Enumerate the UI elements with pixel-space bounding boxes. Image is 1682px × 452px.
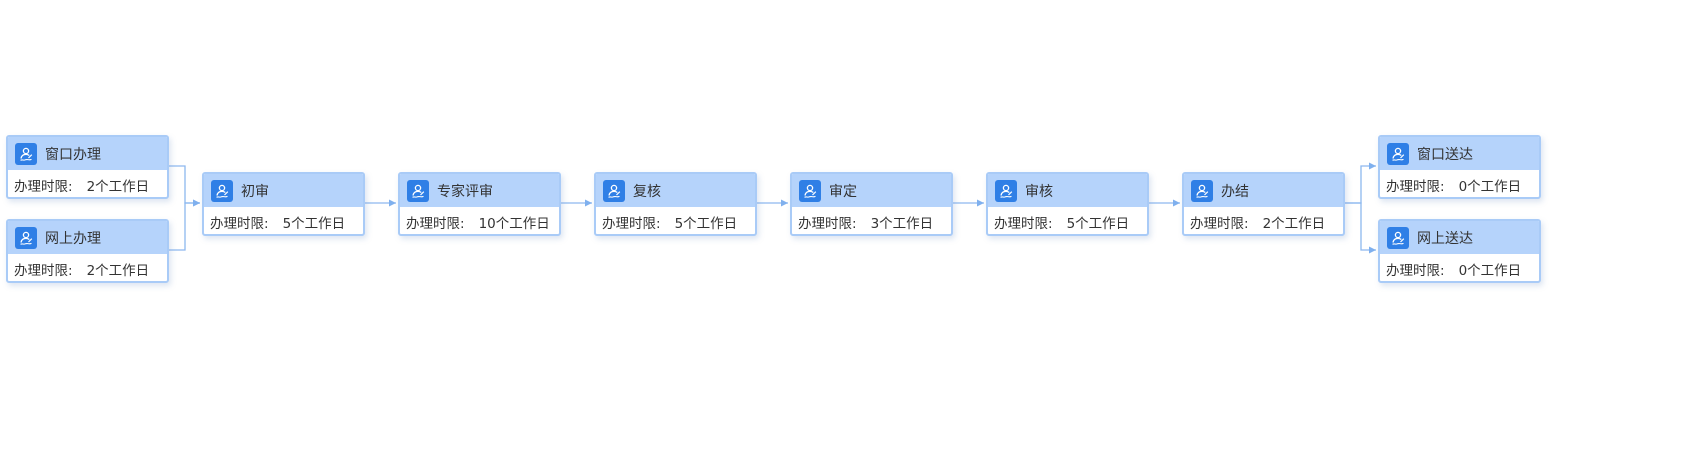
deadline-label: 办理时限:: [994, 215, 1053, 232]
flow-node-window-handle[interactable]: 窗口办理办理时限: 2个工作日: [6, 135, 169, 199]
flow-node-body: 办理时限: 3个工作日: [792, 207, 951, 234]
flow-node-title: 窗口送达: [1417, 146, 1473, 163]
flow-node-online-delivery[interactable]: 网上送达办理时限: 0个工作日: [1378, 219, 1541, 283]
deadline-value: 5个工作日: [282, 215, 346, 232]
deadline-label: 办理时限:: [406, 215, 465, 232]
flow-node-body: 办理时限: 0个工作日: [1380, 254, 1539, 281]
flow-node-title: 窗口办理: [45, 146, 101, 163]
flow-node-header: 网上送达: [1380, 221, 1539, 254]
flow-node-expert-review[interactable]: 专家评审办理时限: 10个工作日: [398, 172, 561, 236]
flow-node-body: 办理时限: 2个工作日: [8, 254, 167, 281]
user-sign-icon: [1191, 179, 1213, 202]
deadline-label: 办理时限:: [14, 178, 73, 195]
flow-node-header: 审定: [792, 174, 951, 207]
connector-window-handle-to-initial-review: [169, 165, 200, 207]
user-sign-icon: [407, 179, 429, 202]
deadline-label: 办理时限:: [14, 262, 73, 279]
flow-node-online-handle[interactable]: 网上办理办理时限: 2个工作日: [6, 219, 169, 283]
deadline-label: 办理时限:: [602, 215, 661, 232]
deadline-value: 0个工作日: [1458, 178, 1522, 195]
user-sign-icon: [603, 179, 625, 202]
flow-node-header: 窗口送达: [1380, 137, 1539, 170]
flow-node-header: 专家评审: [400, 174, 559, 207]
user-sign-icon: [799, 179, 821, 202]
flow-node-title: 复核: [633, 183, 661, 200]
flow-node-title: 审核: [1025, 183, 1053, 200]
user-sign-icon: [995, 179, 1017, 202]
deadline-value: 10个工作日: [478, 215, 550, 232]
flow-node-header: 窗口办理: [8, 137, 167, 170]
flow-node-body: 办理时限: 5个工作日: [596, 207, 755, 234]
flow-node-body: 办理时限: 0个工作日: [1380, 170, 1539, 197]
user-sign-icon: [15, 226, 37, 249]
flow-node-title: 办结: [1221, 183, 1249, 200]
flow-node-header: 复核: [596, 174, 755, 207]
flow-node-body: 办理时限: 5个工作日: [204, 207, 363, 234]
connector-complete-to-window-delivery: [1345, 162, 1376, 204]
flow-node-title: 网上送达: [1417, 230, 1473, 247]
flow-node-audit[interactable]: 审核办理时限: 5个工作日: [986, 172, 1149, 236]
deadline-value: 5个工作日: [674, 215, 738, 232]
deadline-value: 2个工作日: [1262, 215, 1326, 232]
deadline-label: 办理时限:: [1190, 215, 1249, 232]
deadline-value: 2个工作日: [86, 178, 150, 195]
deadline-label: 办理时限:: [210, 215, 269, 232]
flow-node-complete[interactable]: 办结办理时限: 2个工作日: [1182, 172, 1345, 236]
connector-online-handle-to-initial-review: [169, 199, 200, 251]
deadline-label: 办理时限:: [1386, 178, 1445, 195]
flow-node-window-delivery[interactable]: 窗口送达办理时限: 0个工作日: [1378, 135, 1541, 199]
flow-node-header: 初审: [204, 174, 363, 207]
user-sign-icon: [1387, 226, 1409, 249]
flow-node-body: 办理时限: 10个工作日: [400, 207, 559, 234]
flow-node-header: 审核: [988, 174, 1147, 207]
flow-node-decision[interactable]: 审定办理时限: 3个工作日: [790, 172, 953, 236]
deadline-value: 2个工作日: [86, 262, 150, 279]
flow-node-title: 审定: [829, 183, 857, 200]
flow-node-title: 专家评审: [437, 183, 493, 200]
flow-node-title: 初审: [241, 183, 269, 200]
flow-node-initial-review[interactable]: 初审办理时限: 5个工作日: [202, 172, 365, 236]
user-sign-icon: [1387, 142, 1409, 165]
deadline-value: 5个工作日: [1066, 215, 1130, 232]
user-sign-icon: [211, 179, 233, 202]
user-sign-icon: [15, 142, 37, 165]
deadline-value: 3个工作日: [870, 215, 934, 232]
flow-node-title: 网上办理: [45, 230, 101, 247]
deadline-label: 办理时限:: [1386, 262, 1445, 279]
flow-node-body: 办理时限: 5个工作日: [988, 207, 1147, 234]
flow-node-header: 网上办理: [8, 221, 167, 254]
flow-node-body: 办理时限: 2个工作日: [8, 170, 167, 197]
flow-node-header: 办结: [1184, 174, 1343, 207]
flow-node-re-check[interactable]: 复核办理时限: 5个工作日: [594, 172, 757, 236]
deadline-label: 办理时限:: [798, 215, 857, 232]
connector-complete-to-online-delivery: [1345, 202, 1376, 254]
flow-node-body: 办理时限: 2个工作日: [1184, 207, 1343, 234]
deadline-value: 0个工作日: [1458, 262, 1522, 279]
